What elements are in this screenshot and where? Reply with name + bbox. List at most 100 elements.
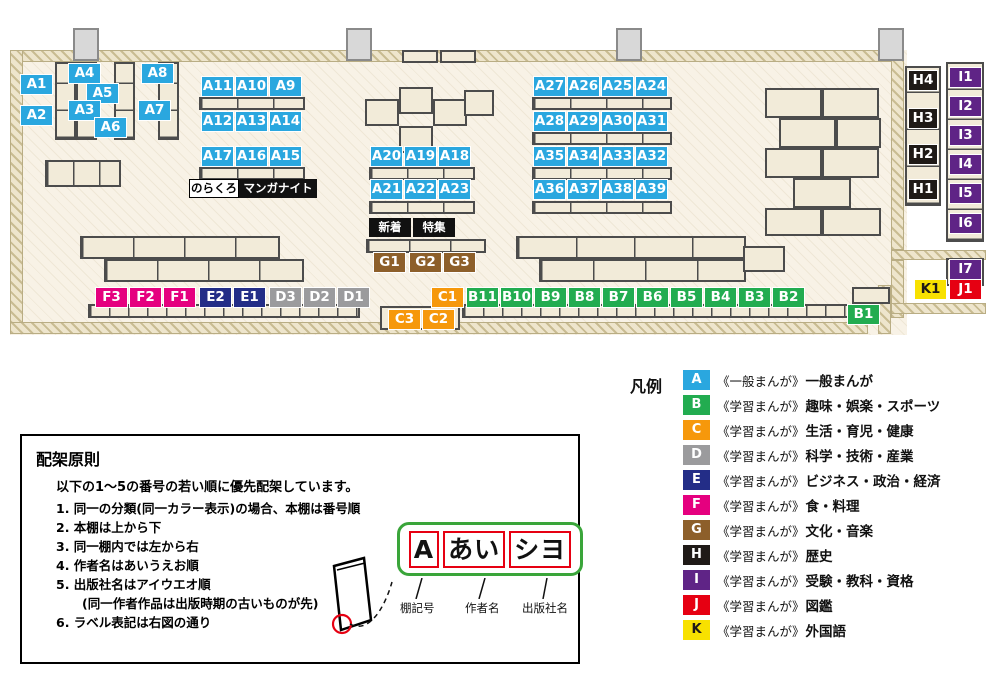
- principle-rule: 6. ラベル表記は右図の通り: [56, 615, 212, 630]
- shelf-label-B5: B5: [670, 287, 703, 308]
- shelf-label-B7: B7: [602, 287, 635, 308]
- shelf-label-A37: A37: [567, 179, 600, 200]
- shelf-label-E2: E2: [199, 287, 232, 308]
- bookshelf: [765, 88, 822, 118]
- shelf-label-B10: B10: [500, 287, 533, 308]
- legend-series: 《学習まんが》: [717, 598, 805, 614]
- shelf-label-A25: A25: [601, 76, 634, 97]
- bookshelf: [946, 62, 984, 242]
- shelf-label-B6: B6: [636, 287, 669, 308]
- wall-segment: [891, 250, 986, 260]
- pillar: [878, 28, 904, 61]
- bookshelf: [532, 97, 672, 110]
- shelf-label-H2: H2: [908, 144, 938, 165]
- shelf-label-A39: A39: [635, 179, 668, 200]
- shelf-label-A28: A28: [533, 111, 566, 132]
- wall-segment: [891, 50, 904, 250]
- legend-item-H: H《学習まんが》歴史: [683, 545, 992, 565]
- bookshelf: [765, 148, 822, 178]
- legend-item-G: G《学習まんが》文化・音楽: [683, 520, 992, 540]
- bookshelf: [402, 50, 438, 63]
- legend-item-K: K《学習まんが》外国語: [683, 620, 992, 640]
- bookshelf: [104, 259, 304, 282]
- legend-category-label: ビジネス・政治・経済: [805, 474, 941, 490]
- legend-item-B: B 《学習まんが》趣味・娯楽・スポーツ: [683, 395, 992, 415]
- section-label-のらくろ: のらくろ: [189, 179, 239, 198]
- legend-series: 《学習まんが》: [717, 398, 805, 414]
- legend-item-C: C《学習まんが》生活・育児・健康: [683, 420, 992, 440]
- shelf-label-A8: A8: [141, 63, 174, 84]
- legend-category-label: 生活・育児・健康: [805, 424, 914, 440]
- legend-item-E: E 《学習まんが》ビジネス・政治・経済: [683, 470, 992, 490]
- pillar: [73, 28, 99, 61]
- shelf-label-D2: D2: [303, 287, 336, 308]
- bookshelf: [45, 160, 121, 187]
- legend-category-label: 趣味・娯楽・スポーツ: [805, 399, 941, 415]
- shelf-label-A31: A31: [635, 111, 668, 132]
- legend-color-box-F: F: [683, 495, 710, 515]
- bookshelf: [822, 148, 879, 178]
- shelf-label-H3: H3: [908, 108, 938, 129]
- legend-item-F: F《学習まんが》食・料理: [683, 495, 992, 515]
- shelf-label-A21: A21: [370, 179, 403, 200]
- shelf-label-A3: A3: [68, 100, 101, 121]
- legend-title: 凡例: [630, 377, 663, 396]
- bookshelf: [199, 97, 305, 110]
- book-icon: [331, 556, 393, 635]
- shelf-label-A14: A14: [269, 111, 302, 132]
- legend-category-label: 受験・教科・資格: [805, 574, 914, 590]
- legend-color-box-B: B: [683, 395, 710, 415]
- shelf-label-A11: A11: [201, 76, 234, 97]
- shelf-label-A36: A36: [533, 179, 566, 200]
- shelf-label-A20: A20: [370, 146, 403, 167]
- bookshelf: [852, 287, 890, 304]
- bookshelf: [539, 259, 746, 282]
- shelf-label-A9: A9: [269, 76, 302, 97]
- shelf-label-A13: A13: [235, 111, 268, 132]
- bookshelf: [369, 201, 475, 214]
- pointer-label-shelf: 棚記号: [400, 601, 435, 615]
- legend-category-label: 外国語: [805, 624, 847, 640]
- legend-category-label: 歴史: [805, 549, 833, 565]
- shelf-label-A34: A34: [567, 146, 600, 167]
- legend-color-box-A: A: [683, 370, 710, 390]
- bookshelf: [532, 132, 672, 145]
- legend-series: 《学習まんが》: [717, 473, 805, 489]
- shelf-label-B11: B11: [466, 287, 499, 308]
- shelf-label-A10: A10: [235, 76, 268, 97]
- principles-intro: 以下の1〜5の番号の若い順に優先配架しています。: [56, 480, 359, 495]
- legend-color-box-C: C: [683, 420, 710, 440]
- shelf-label-B8: B8: [568, 287, 601, 308]
- principles-title: 配架原則: [36, 450, 101, 469]
- legend-category-label: 図鑑: [805, 599, 833, 615]
- example-author: あい: [443, 530, 506, 568]
- legend-color-box-K: K: [683, 620, 710, 640]
- shelf-label-A26: A26: [567, 76, 600, 97]
- shelf-label-A4: A4: [68, 63, 101, 84]
- bookshelf: [779, 118, 836, 148]
- shelf-label-A32: A32: [635, 146, 668, 167]
- example-publisher: シヨ: [509, 530, 572, 568]
- shelf-label-E1: E1: [233, 287, 266, 308]
- legend-color-box-E: E: [683, 470, 710, 490]
- shelf-label-I3: I3: [949, 125, 982, 146]
- shelf-label-A17: A17: [201, 146, 234, 167]
- shelf-label-A35: A35: [533, 146, 566, 167]
- shelf-label-A6: A6: [94, 117, 127, 138]
- pillar: [346, 28, 372, 61]
- shelf-label-A2: A2: [20, 105, 53, 126]
- bookshelf: [80, 236, 280, 259]
- bookshelf: [822, 88, 879, 118]
- wall-segment: [10, 50, 23, 334]
- shelf-label-A5: A5: [86, 83, 119, 104]
- shelf-label-I5: I5: [949, 183, 982, 204]
- shelf-label-G2: G2: [409, 252, 442, 273]
- shelf-label-A24: A24: [635, 76, 668, 97]
- bookshelf: [765, 208, 822, 236]
- shelf-label-D3: D3: [269, 287, 302, 308]
- shelf-label-K1: K1: [914, 279, 947, 300]
- shelf-label-B9: B9: [534, 287, 567, 308]
- shelf-label-C1: C1: [431, 287, 464, 308]
